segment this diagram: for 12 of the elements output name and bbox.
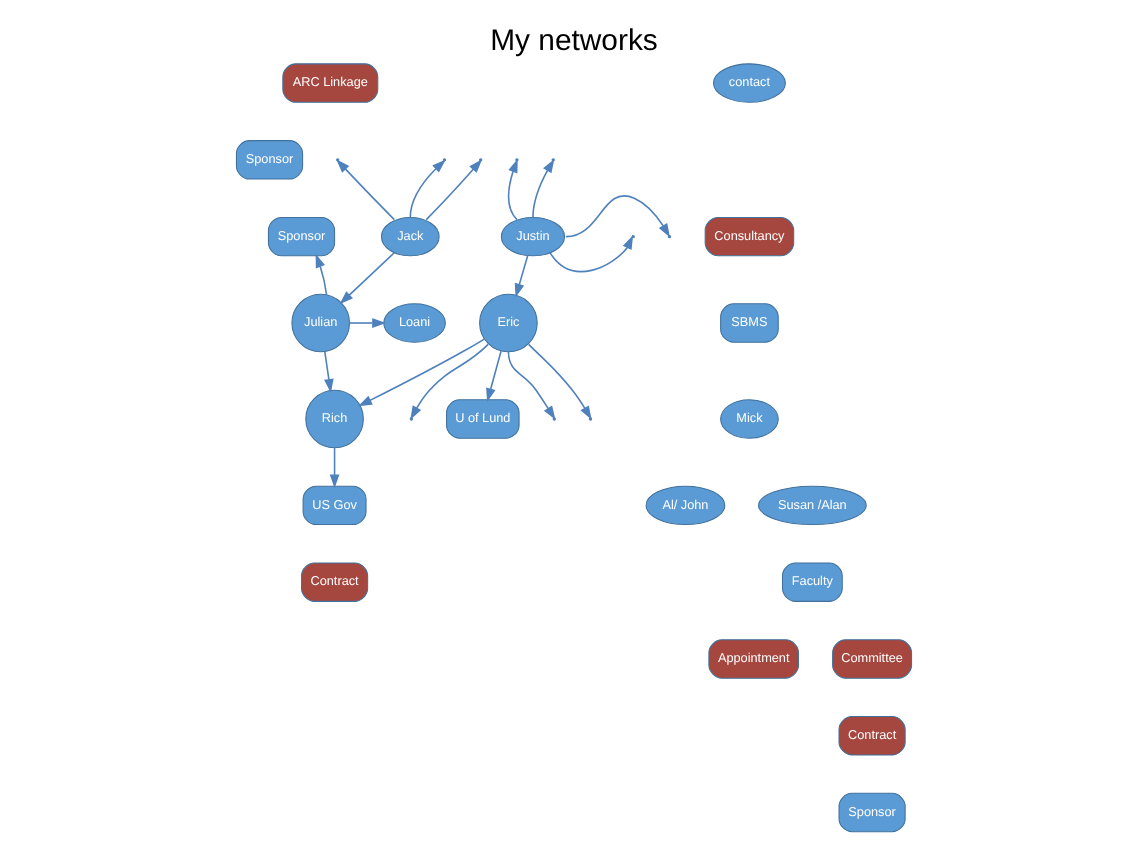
arrow [314, 252, 327, 295]
arrow [323, 349, 333, 392]
arrow [357, 337, 485, 406]
arrow [347, 317, 386, 327]
arrow [513, 253, 528, 297]
arrow [408, 158, 445, 218]
arrow [531, 157, 554, 218]
arrow [338, 250, 395, 304]
arrow [485, 349, 501, 402]
arrow [548, 234, 633, 272]
diagram-title: My networks [489, 23, 657, 58]
arrow [328, 446, 339, 488]
